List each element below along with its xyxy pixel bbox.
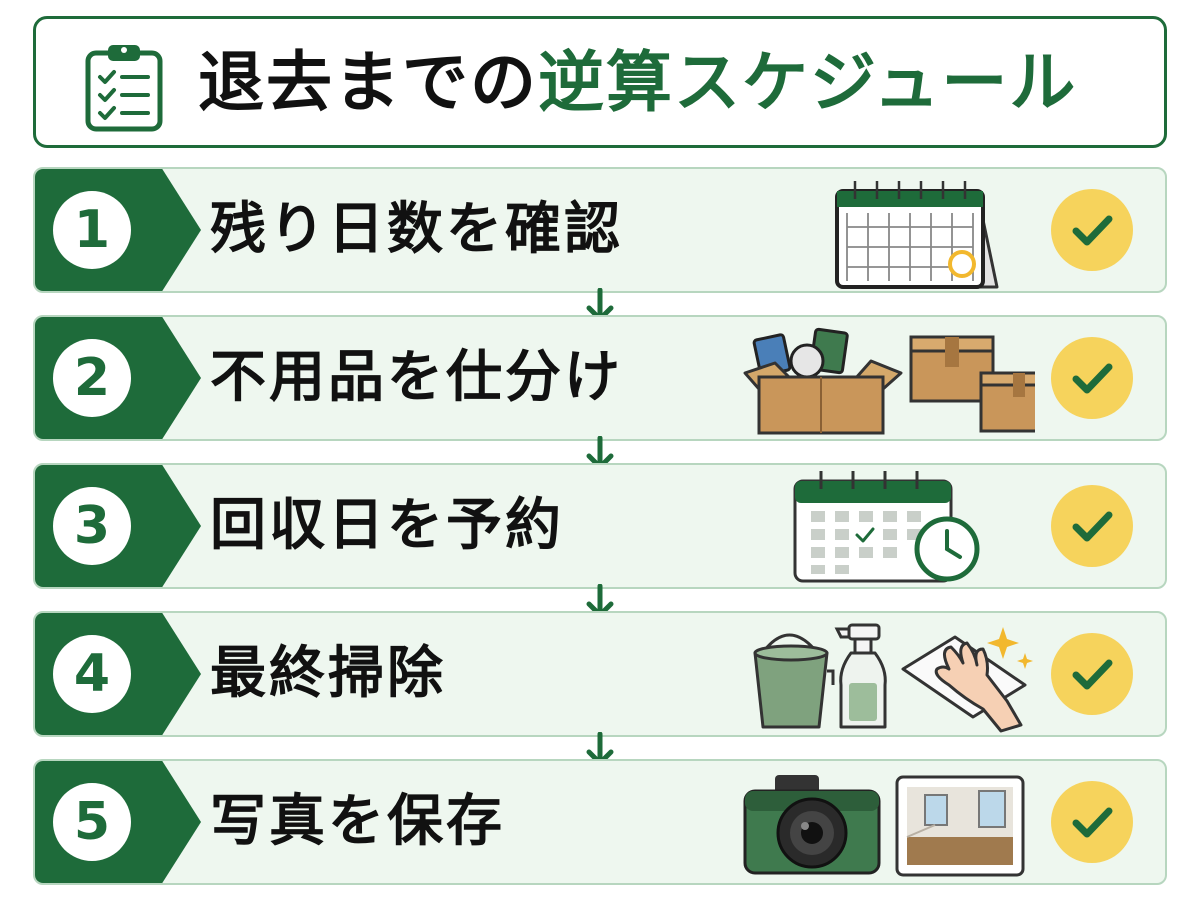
step-number: 3 [53, 487, 131, 565]
step-row-1: 1 残り日数を確認 [33, 167, 1167, 293]
check-badge [1051, 337, 1133, 419]
clipboard-checklist-icon [85, 45, 163, 132]
check-badge [1051, 633, 1133, 715]
step-row-2: 2 不用品を仕分け [33, 315, 1167, 441]
boxes-icon [743, 327, 1035, 435]
checkmark-icon [1072, 511, 1113, 542]
step-row-3: 3 回収日を予約 [33, 463, 1167, 589]
step-label: 写真を保存 [210, 789, 505, 854]
step-row-4: 4 最終掃除 [33, 611, 1167, 737]
title-box: 退去までの逆算スケジュール [33, 16, 1167, 148]
step-number: 1 [53, 191, 131, 269]
step-number: 5 [53, 783, 131, 861]
check-badge [1051, 781, 1133, 863]
checkmark-icon [1072, 363, 1113, 394]
step-label: 回収日を予約 [210, 493, 564, 558]
title-part-dark: 退去までの [198, 44, 538, 121]
check-badge [1051, 485, 1133, 567]
step-label: 残り日数を確認 [210, 197, 623, 262]
cleaning-supplies-icon [753, 623, 1033, 733]
camera-photo-icon [743, 775, 1025, 877]
title-part-green: 逆算スケジュール [538, 44, 1078, 121]
checkmark-icon [1072, 807, 1113, 838]
check-badge [1051, 189, 1133, 271]
step-label: 最終掃除 [210, 641, 446, 706]
step-number: 4 [53, 635, 131, 713]
step-row-5: 5 写真を保存 [33, 759, 1167, 885]
page-title: 退去までの逆算スケジュール [198, 43, 1077, 123]
step-label: 不用品を仕分け [210, 345, 623, 410]
checkmark-icon [1072, 659, 1113, 690]
calendar-icon [835, 181, 999, 289]
step-number: 2 [53, 339, 131, 417]
calendar-clock-icon [793, 471, 980, 583]
checkmark-icon [1072, 215, 1113, 246]
